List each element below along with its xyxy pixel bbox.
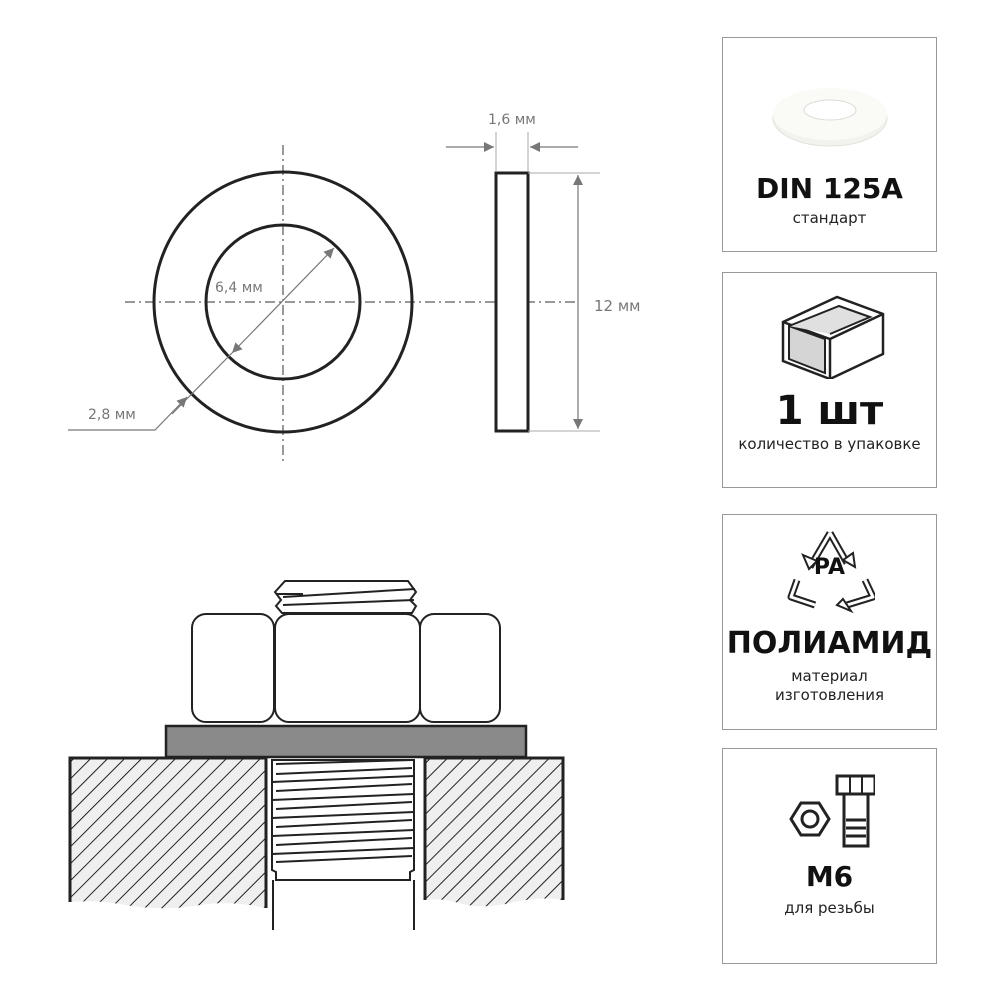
thickness-label: 1,6 мм bbox=[488, 112, 536, 128]
inner-diameter-arrow bbox=[231, 247, 335, 354]
material-caption-line-2: изготовления bbox=[775, 686, 884, 704]
washer-section bbox=[164, 724, 528, 759]
standard-value: DIN 125A bbox=[756, 172, 903, 205]
card-material: PA ПОЛИАМИД материал изготовления bbox=[722, 514, 937, 730]
card-quantity: 1 шт количество в упаковке bbox=[722, 272, 937, 488]
nut-bolt-icon bbox=[788, 774, 875, 848]
ring-width-label: 2,8 мм bbox=[88, 407, 136, 423]
inner-circle bbox=[204, 223, 362, 381]
quantity-value: 1 шт bbox=[775, 388, 884, 434]
thread-value: M6 bbox=[805, 860, 854, 893]
outer-diameter-label: 12 мм bbox=[594, 297, 641, 315]
technical-drawing: 6,4 мм 2,8 мм 1,6 мм 12 мм bbox=[68, 112, 641, 930]
material-value: ПОЛИАМИД bbox=[726, 626, 933, 661]
card-standard: DIN 125A стандарт bbox=[722, 37, 937, 252]
assembly-section bbox=[68, 580, 565, 930]
material-caption-line-1: материал bbox=[791, 667, 868, 685]
hex-nut bbox=[191, 613, 501, 723]
inner-diameter-label: 6,4 мм bbox=[215, 280, 263, 296]
quantity-caption: количество в упаковке bbox=[738, 435, 921, 453]
outer-circle bbox=[152, 170, 414, 434]
right-material-section bbox=[425, 758, 563, 907]
recycle-code-text: PA bbox=[813, 555, 846, 580]
bolt-top-thread bbox=[273, 580, 418, 614]
bolt-shank-thread bbox=[271, 759, 415, 930]
ring-width-arrow bbox=[68, 396, 188, 431]
package-box-icon bbox=[781, 295, 884, 379]
standard-caption: стандарт bbox=[792, 209, 867, 227]
recycle-pa-icon: PA bbox=[785, 525, 875, 615]
left-material-section bbox=[70, 758, 266, 909]
washer-side-view: 1,6 мм 12 мм bbox=[446, 112, 641, 433]
thread-caption: для резьбы bbox=[784, 899, 875, 917]
card-thread: M6 для резьбы bbox=[722, 748, 937, 964]
side-rect bbox=[494, 171, 530, 433]
washer-photo-icon bbox=[772, 88, 887, 147]
